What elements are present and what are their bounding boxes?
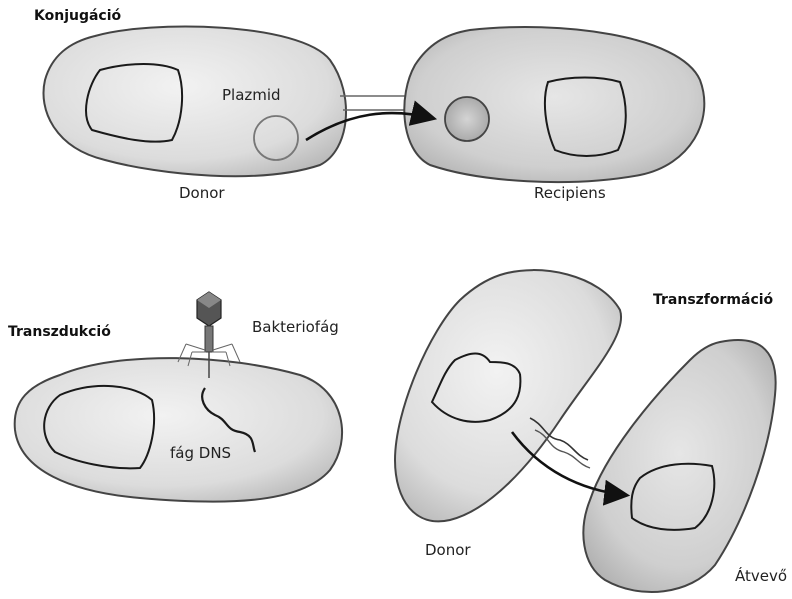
bacteriophage-label: Bakteriofág bbox=[252, 318, 339, 336]
conjugation-recipient-label: Recipiens bbox=[534, 184, 606, 202]
transformation-recipient-label: Átvevő bbox=[735, 567, 787, 585]
transduction-host-cell bbox=[15, 358, 342, 502]
transformation-donor-cell bbox=[395, 270, 621, 521]
conjugation-recipient-plasmid bbox=[445, 97, 489, 141]
transformation-recipient-cell bbox=[583, 340, 775, 592]
conjugation-donor-label: Donor bbox=[179, 184, 225, 202]
transformation-title: Transzformáció bbox=[653, 292, 773, 308]
transduction-title: Transzdukció bbox=[8, 324, 111, 340]
conjugation-title: Konjugáció bbox=[34, 8, 121, 24]
transformation-donor-label: Donor bbox=[425, 541, 471, 559]
plasmid-label: Plazmid bbox=[222, 86, 281, 104]
free-dna-fragment-2 bbox=[535, 430, 590, 468]
conjugation-donor-cell bbox=[43, 27, 346, 177]
phage-dna-label: fág DNS bbox=[170, 444, 231, 462]
